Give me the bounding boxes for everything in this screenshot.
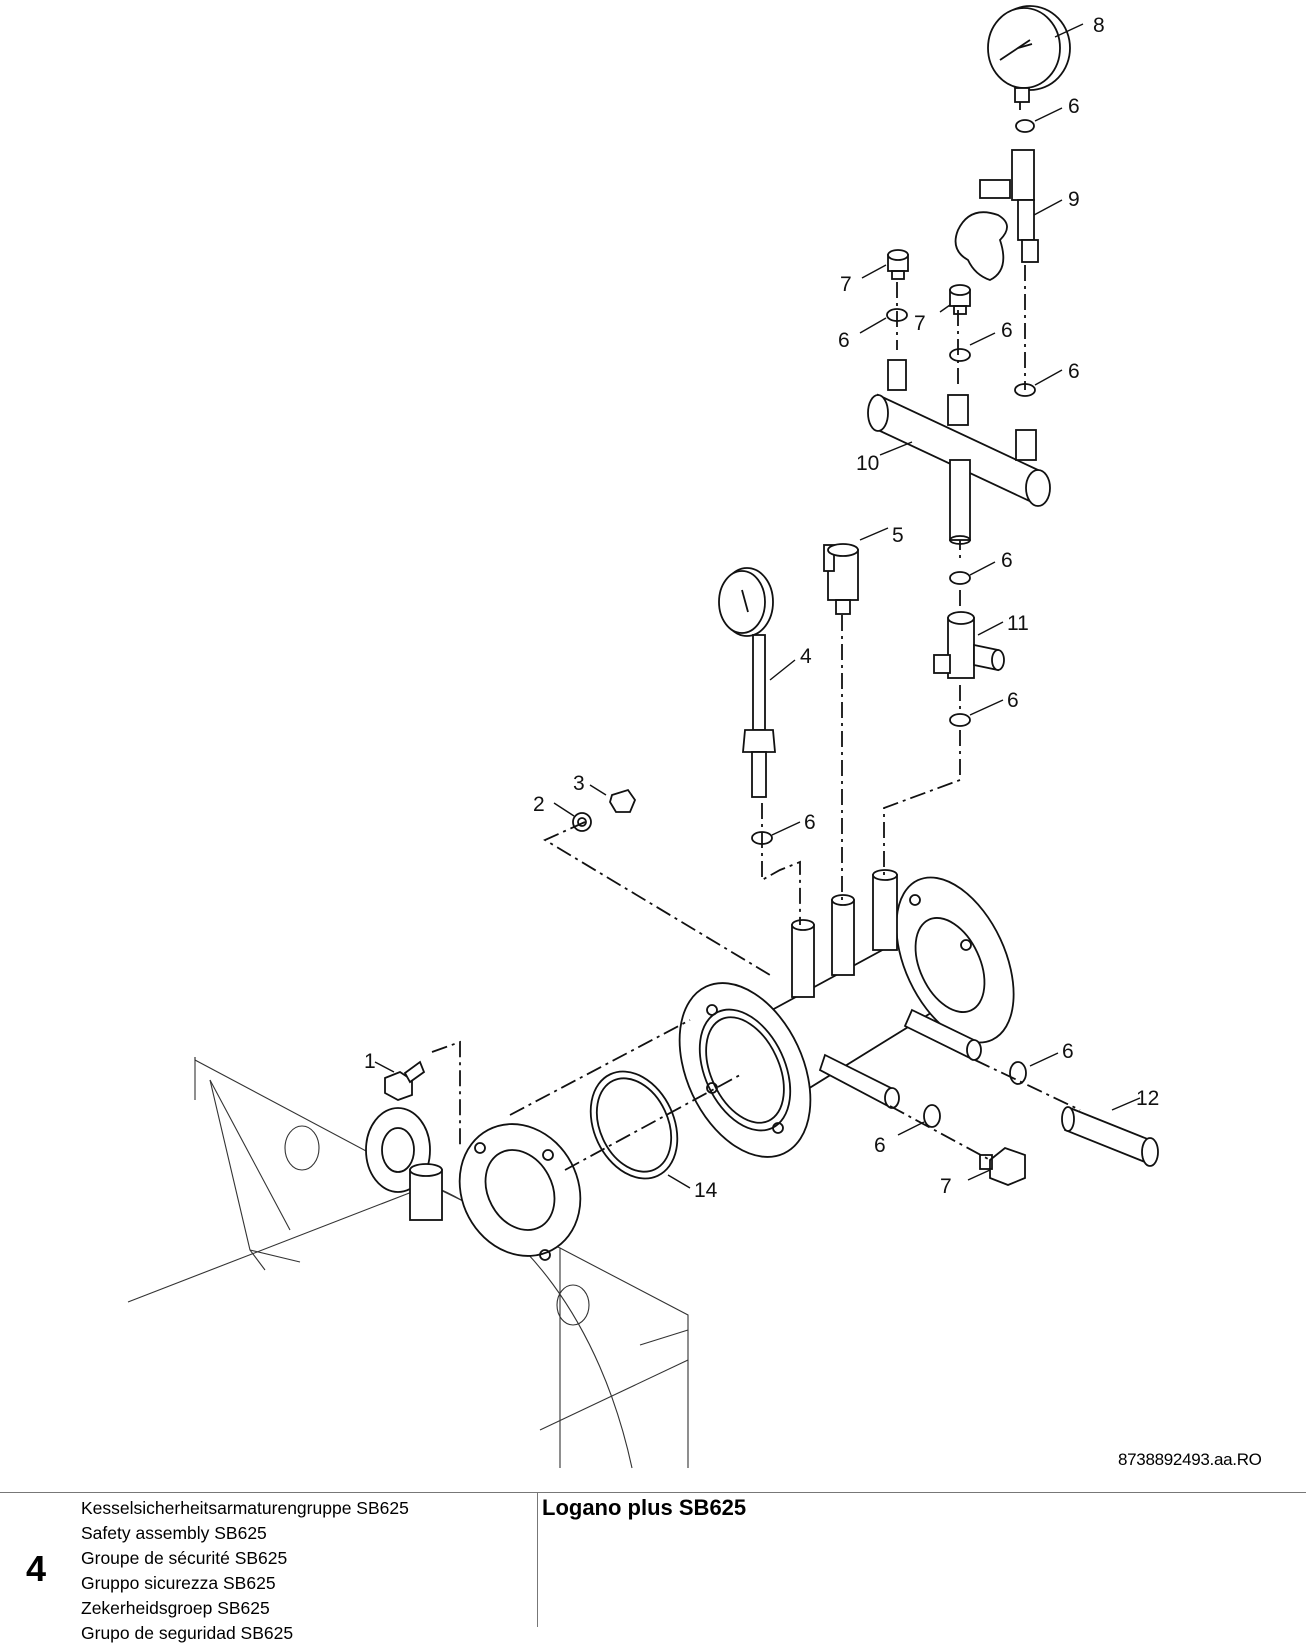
callout-2: 2 [533, 793, 545, 816]
title-french: Groupe de sécurité SB625 [81, 1548, 288, 1568]
assembly-title-list: Kesselsicherheitsarmaturengruppe SB625 S… [81, 1496, 409, 1646]
plug-bottom [979, 1146, 1026, 1186]
callout-4: 4 [800, 645, 812, 668]
callout-6: 6 [804, 811, 816, 834]
callout-6: 6 [1007, 689, 1019, 712]
callout-6: 6 [874, 1134, 886, 1157]
callout-7: 7 [940, 1175, 952, 1198]
automatic-air-vent [823, 543, 859, 615]
title-dutch: Zekerheidsgroep SB625 [81, 1598, 270, 1618]
thermometer [718, 567, 776, 798]
footer-divider [537, 1493, 538, 1627]
plug-top-left [887, 249, 909, 280]
callout-9: 9 [1068, 188, 1080, 211]
title-german: Kesselsicherheitsarmaturengruppe SB625 [81, 1498, 409, 1518]
exploded-assembly-drawing: 8 6 9 7 6 7 6 6 10 5 6 11 4 6 6 3 2 1 6 … [127, 5, 1159, 1469]
shut-off-valve [954, 149, 1039, 281]
callout-8: 8 [1093, 14, 1105, 37]
callout-6: 6 [1001, 549, 1013, 572]
boiler-flange [365, 1107, 582, 1261]
callout-6: 6 [1068, 95, 1080, 118]
callout-6: 6 [1001, 319, 1013, 342]
callout-7: 7 [840, 273, 852, 296]
leader-lines [374, 23, 1141, 1189]
flange-gasket [589, 1070, 679, 1180]
chapter-number: 4 [26, 1548, 47, 1589]
immersion-sleeve [1061, 1106, 1159, 1167]
callout-3: 3 [573, 772, 585, 795]
callout-6: 6 [838, 329, 850, 352]
callout-6: 6 [1062, 1040, 1074, 1063]
washer-small [572, 812, 592, 832]
nut [609, 788, 637, 813]
washers [751, 119, 1036, 1128]
page-footer: 4 Kesselsicherheitsarmaturengruppe SB625… [0, 1492, 1306, 1643]
pressure-gauge-top [987, 5, 1071, 103]
title-spanish: Grupo de seguridad SB625 [81, 1623, 294, 1643]
title-english: Safety assembly SB625 [81, 1523, 267, 1543]
callout-7: 7 [914, 312, 926, 335]
safety-collector-body [678, 869, 1015, 1158]
bolt [384, 1060, 426, 1101]
callout-5: 5 [892, 524, 904, 547]
callout-6: 6 [1068, 360, 1080, 383]
callout-10: 10 [856, 452, 879, 475]
callout-14: 14 [694, 1179, 718, 1202]
pressure-manifold [867, 359, 1051, 545]
tee-fitting [933, 611, 1005, 679]
callout-11: 11 [1007, 612, 1029, 635]
callout-numbers: 8 6 9 7 6 7 6 6 10 5 6 11 4 6 6 3 2 1 6 … [364, 14, 1159, 1202]
plug-top-mid [949, 284, 971, 315]
callout-1: 1 [364, 1050, 376, 1073]
drawing-reference-number: 8738892493.aa.RO [1118, 1450, 1262, 1469]
callout-12: 12 [1136, 1087, 1159, 1110]
title-italian: Gruppo sicurezza SB625 [81, 1573, 276, 1593]
product-name: Logano plus SB625 [542, 1495, 747, 1520]
